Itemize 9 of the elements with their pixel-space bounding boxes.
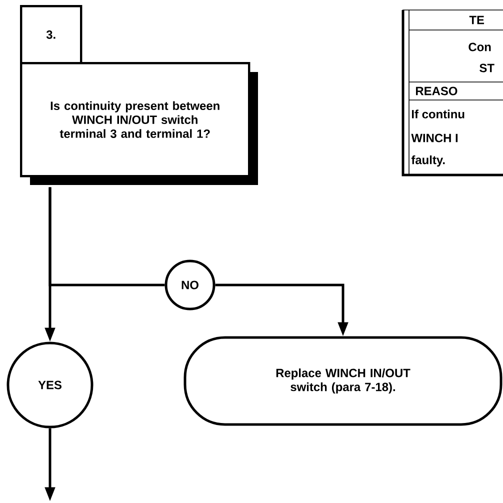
table-text: ST bbox=[480, 64, 494, 72]
table-text: WINCH I bbox=[411, 134, 458, 142]
table-text: If continu bbox=[412, 110, 464, 118]
question-box: Is continuity present between WINCH IN/OUT switch terminal 3 and terminal 1? bbox=[20, 62, 258, 185]
table-text: Con bbox=[468, 42, 491, 52]
table-heading: TE bbox=[469, 16, 484, 24]
table-text: faulty. bbox=[411, 155, 445, 167]
table-heading: REASO bbox=[416, 86, 458, 96]
action-terminal: Replace WINCH IN/OUT switch (para 7-18). bbox=[184, 336, 502, 426]
